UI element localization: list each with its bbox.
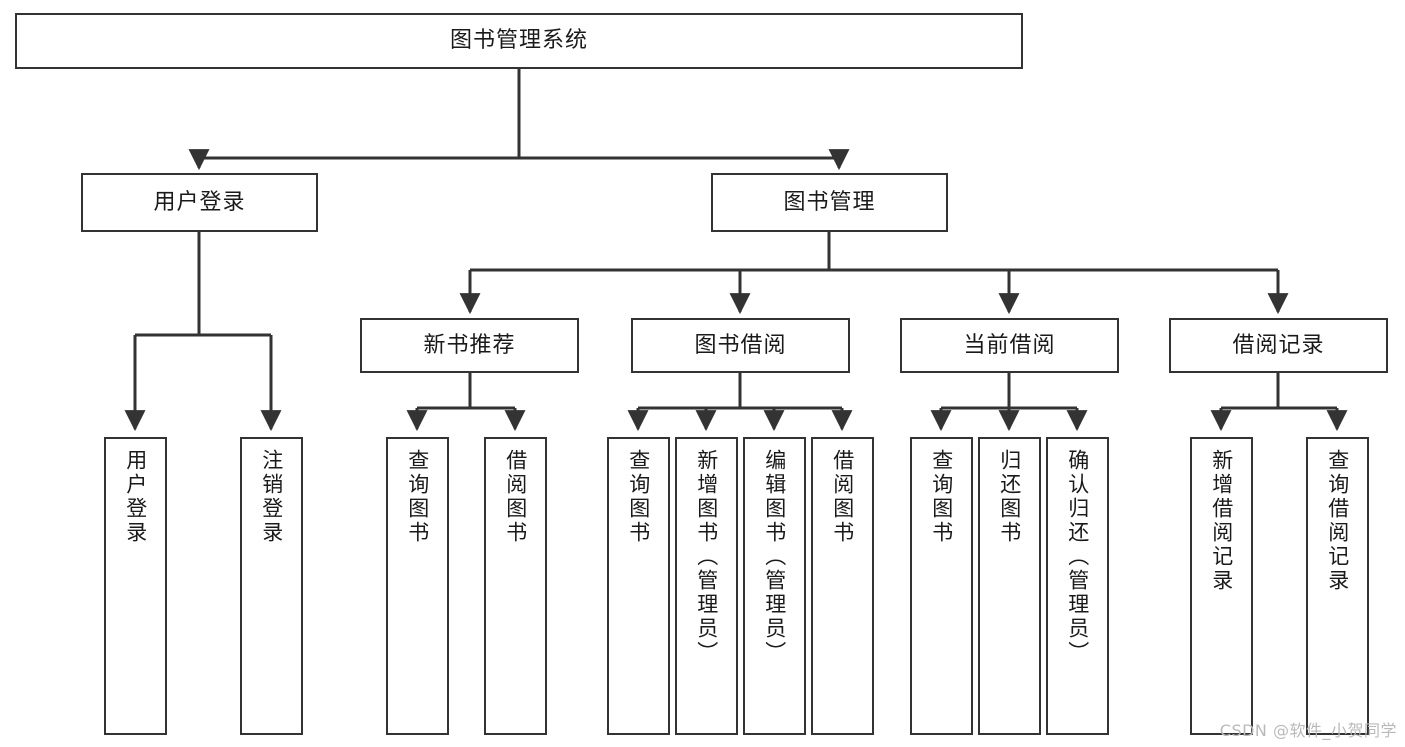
node-label: 用户登录	[123, 449, 148, 545]
leaf-user-login-signout[interactable]: 注销登录	[240, 437, 303, 735]
leaf-current-query-book[interactable]: 查询图书	[910, 437, 973, 735]
node-label: 新增图书（管理员）	[694, 449, 719, 665]
node-label: 查询图书	[626, 449, 651, 545]
node-label: 借阅图书	[503, 449, 528, 545]
leaf-record-add[interactable]: 新增借阅记录	[1190, 437, 1253, 735]
node-label: 图书管理	[783, 189, 876, 215]
leaf-borrow-add-book[interactable]: 新增图书（管理员）	[675, 437, 738, 735]
node-label: 查询借阅记录	[1325, 449, 1350, 593]
leaf-borrow-borrow-book[interactable]: 借阅图书	[811, 437, 874, 735]
node-label: 用户登录	[153, 189, 246, 215]
leaf-borrow-query-book[interactable]: 查询图书	[607, 437, 670, 735]
node-root-system[interactable]: 图书管理系统	[15, 13, 1023, 69]
node-label: 借阅图书	[830, 449, 855, 545]
csdn-watermark: CSDN @软件_小贺同学	[1219, 721, 1397, 740]
leaf-new-book-query[interactable]: 查询图书	[386, 437, 449, 735]
node-label: 当前借阅	[963, 332, 1056, 358]
node-label: 新增借阅记录	[1209, 449, 1234, 593]
leaf-borrow-edit-book[interactable]: 编辑图书（管理员）	[743, 437, 806, 735]
leaf-current-return-book[interactable]: 归还图书	[978, 437, 1041, 735]
node-label: 查询图书	[405, 449, 430, 545]
node-current-borrow[interactable]: 当前借阅	[900, 318, 1119, 373]
leaf-user-login-signin[interactable]: 用户登录	[104, 437, 167, 735]
leaf-new-book-borrow[interactable]: 借阅图书	[484, 437, 547, 735]
node-book-borrow[interactable]: 图书借阅	[631, 318, 850, 373]
node-book-management[interactable]: 图书管理	[711, 173, 948, 232]
node-label: 注销登录	[259, 449, 284, 545]
node-label: 图书管理系统	[449, 28, 588, 54]
node-new-book-recommend[interactable]: 新书推荐	[360, 318, 579, 373]
node-user-login[interactable]: 用户登录	[81, 173, 318, 232]
node-label: 归还图书	[997, 449, 1022, 545]
node-label: 编辑图书（管理员）	[762, 449, 787, 665]
node-borrow-record[interactable]: 借阅记录	[1169, 318, 1388, 373]
node-label: 确认归还（管理员）	[1065, 449, 1090, 665]
node-label: 新书推荐	[423, 332, 516, 358]
leaf-current-confirm-return[interactable]: 确认归还（管理员）	[1046, 437, 1109, 735]
node-label: 图书借阅	[694, 332, 787, 358]
leaf-record-query[interactable]: 查询借阅记录	[1306, 437, 1369, 735]
node-label: 借阅记录	[1232, 332, 1325, 358]
node-label: 查询图书	[929, 449, 954, 545]
